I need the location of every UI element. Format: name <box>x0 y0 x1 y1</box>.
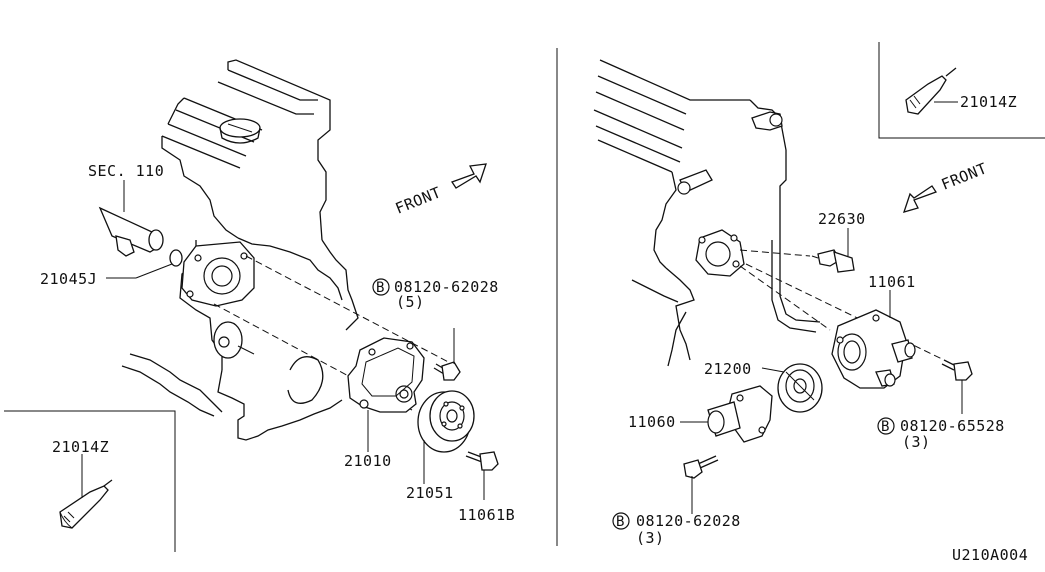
bolt1-badge: B <box>376 280 385 296</box>
thermostat-21200 <box>777 363 823 413</box>
sealant-tube-left <box>59 479 113 529</box>
inset-frame-left <box>4 410 176 552</box>
label-qty-3-a: (3) <box>902 433 931 451</box>
label-08120-65528: 08120-65528 <box>900 417 1005 435</box>
bolt2-badge-circle <box>877 417 895 435</box>
label-21014z-right: 21014Z <box>960 93 1017 111</box>
o-ring-21045j <box>169 249 183 267</box>
sealant-tube-right <box>905 67 957 115</box>
label-11061: 11061 <box>868 273 916 291</box>
front-arrow-left <box>451 163 487 189</box>
bolt2-badge: B <box>881 419 890 435</box>
label-22630: 22630 <box>818 210 866 228</box>
label-front-left: FRONT <box>393 183 444 218</box>
engine-block-right <box>593 59 821 367</box>
front-arrow-right <box>902 185 937 213</box>
temp-sensor-22630 <box>811 249 855 273</box>
label-front-right: FRONT <box>939 159 990 194</box>
diagram-code: U210A004 <box>952 546 1028 564</box>
inset-frame-right <box>878 42 1045 139</box>
water-pump-21010 <box>347 337 425 413</box>
label-21200: 21200 <box>704 360 752 378</box>
bolt1-badge-circle <box>372 278 390 296</box>
bolt-08120-62028-a <box>433 361 461 381</box>
hose-sec-110 <box>98 206 164 257</box>
water-outlet-11060 <box>707 385 773 443</box>
engine-block-left <box>121 59 359 441</box>
label-qty-3-b: (3) <box>636 529 665 547</box>
label-21010: 21010 <box>344 452 392 470</box>
bolt3-badge-circle <box>612 512 630 530</box>
bolt-08120-62028-b <box>683 455 719 479</box>
thermostat-housing-11061 <box>831 309 916 389</box>
bolt-08120-65528 <box>941 359 973 381</box>
pulley-21051 <box>417 390 475 453</box>
label-sec-110: SEC. 110 <box>88 162 164 180</box>
label-11060: 11060 <box>628 413 676 431</box>
label-08120-62028-b: 08120-62028 <box>636 512 741 530</box>
label-21045j: 21045J <box>40 270 97 288</box>
label-21014z-left: 21014Z <box>52 438 109 456</box>
bolt-11061b <box>465 451 499 471</box>
label-21051: 21051 <box>406 484 454 502</box>
bolt3-badge: B <box>616 514 625 530</box>
label-11061b: 11061B <box>458 506 515 524</box>
label-qty-5: (5) <box>396 293 425 311</box>
label-08120-62028-a: 08120-62028 <box>394 278 499 296</box>
